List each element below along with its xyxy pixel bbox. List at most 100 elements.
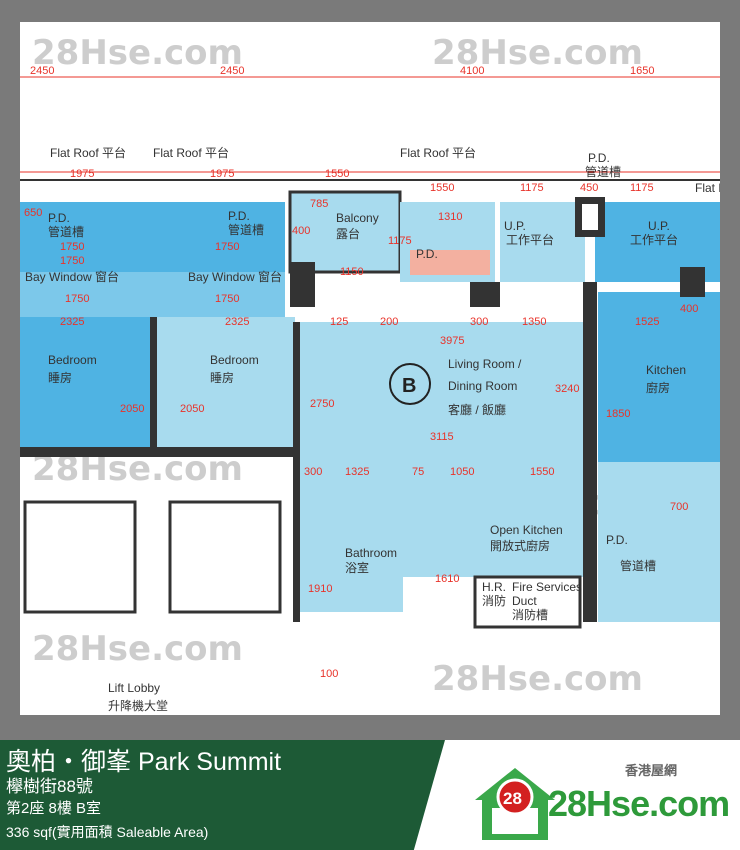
pd-label: P.D. <box>588 151 610 165</box>
watermark: 28Hse.com <box>432 659 643 699</box>
dim-label: 1975 <box>70 168 94 180</box>
dim-label: 3115 <box>430 431 454 443</box>
dim-label: 1975 <box>210 168 234 180</box>
property-title: 奧柏・御峯 Park Summit <box>6 748 282 776</box>
up-label-cn: 工作平台 <box>506 232 554 247</box>
dim-label: 2325 <box>225 316 249 328</box>
dim-label: 75 <box>412 466 424 478</box>
bathroom-label-cn: 浴室 <box>345 560 369 575</box>
dim-label: 1525 <box>635 316 659 328</box>
dim-label: 1050 <box>450 466 474 478</box>
dim-label: 1350 <box>522 316 546 328</box>
dim-label: 200 <box>380 316 398 328</box>
fs-duct-label: Fire Services <box>512 580 582 594</box>
lift-lobby-label-cn: 升降機大堂 <box>108 698 168 713</box>
dim-label: 1610 <box>435 573 459 585</box>
listing-footer: 奧柏・御峯 Park Summit 欅樹街88號 第2座 8樓 B室 336 s… <box>0 740 740 850</box>
fs-duct-label: Duct <box>512 594 537 608</box>
watermark: 28Hse.com <box>32 629 243 669</box>
dim-label: 450 <box>580 182 598 194</box>
dim-label: 3975 <box>440 335 464 347</box>
pd-label-cn: 管道槽 <box>228 222 264 237</box>
pd-label: P.D. <box>606 533 628 547</box>
floor-plan: 28Hse.com 28Hse.com 28Hse.com 28Hse.com … <box>20 22 720 715</box>
pd-label: P.D. <box>228 209 250 223</box>
up-label: U.P. <box>648 219 670 233</box>
pd-label-cn: 管道槽 <box>48 224 84 239</box>
dim-label: 1850 <box>606 408 630 420</box>
dim-top: 4100 <box>460 65 484 77</box>
bedroom-label: Bedroom <box>48 353 97 367</box>
dim-top: 2450 <box>220 65 244 77</box>
hr-label: H.R. <box>482 580 506 594</box>
dim-label: 300 <box>304 466 322 478</box>
dim-label: 1325 <box>345 466 369 478</box>
dim-label: 2050 <box>180 403 204 415</box>
dim-label: 400 <box>292 225 310 237</box>
dim-label: 650 <box>24 207 42 219</box>
bay-window-label: Bay Window 窗台 <box>25 269 119 284</box>
dim-label: 1175 <box>388 235 412 247</box>
bedroom-label-cn: 睡房 <box>210 370 234 385</box>
flat-roof-label: Flat Roof 平台 <box>50 145 126 160</box>
dim-label: 700 <box>670 501 688 513</box>
dim-label: 1550 <box>325 168 349 180</box>
footer-green-panel <box>0 740 445 850</box>
lift-lobby-label: Lift Lobby <box>108 681 160 695</box>
dim-label: 3240 <box>555 383 579 395</box>
dim-label: 1910 <box>308 583 332 595</box>
pd-label: P.D. <box>48 211 70 225</box>
flat-roof-label: Flat Roof 平台 <box>153 145 229 160</box>
dim-label: 1750 <box>215 293 239 305</box>
bedroom-label: Bedroom <box>210 353 259 367</box>
open-kitchen-label: Open Kitchen <box>490 523 563 537</box>
dim-label: 1550 <box>430 182 454 194</box>
dimension-labels: 1750 1750 1750 1750 1750 2325 2325 400 1… <box>24 198 698 680</box>
pd-label-cn: 管道槽 <box>585 164 621 179</box>
balcony-label-cn: 露台 <box>336 226 360 241</box>
dim-label: 2050 <box>120 403 144 415</box>
property-unit: 第2座 8樓 B室 <box>6 800 102 817</box>
unit-marker: B <box>402 375 416 397</box>
up-label: U.P. <box>504 219 526 233</box>
kitchen-label: Kitchen <box>646 363 686 377</box>
dim-label: 1310 <box>438 211 462 223</box>
up-label-cn: 工作平台 <box>630 232 678 247</box>
dim-label: 125 <box>330 316 348 328</box>
dim-label: 1750 <box>60 241 84 253</box>
pd-label-cn: 管道槽 <box>620 558 656 573</box>
dim-top: 1650 <box>630 65 654 77</box>
bedroom-label-cn: 睡房 <box>48 370 72 385</box>
dim-label: 1550 <box>530 466 554 478</box>
logo-badge: 28 <box>503 789 522 808</box>
brand-name-cn: 香港屋網 <box>625 763 678 778</box>
brand-name-en: 28Hse.com <box>548 783 730 824</box>
open-kitchen-label-cn: 開放式廚房 <box>490 538 550 553</box>
dim-label: 1750 <box>215 241 239 253</box>
watermark: 28Hse.com <box>432 33 643 73</box>
dim-label: 100 <box>320 668 338 680</box>
house-logo-icon: 28 <box>475 768 555 840</box>
balcony-label: Balcony <box>336 211 379 225</box>
kitchen-label-cn: 廚房 <box>646 380 670 395</box>
property-address: 欅樹街88號 <box>6 777 93 796</box>
flat-roof-label: Flat R <box>695 181 720 195</box>
dim-label: 1750 <box>60 255 84 267</box>
pd-label: P.D. <box>416 247 438 261</box>
property-area: 336 sqf(實用面積 Saleable Area) <box>6 824 209 840</box>
dim-label: 1150 <box>340 266 364 278</box>
dim-label: 1175 <box>630 182 654 194</box>
fs-duct-label-cn: 消防槽 <box>512 607 548 622</box>
dim-label: 1750 <box>65 293 89 305</box>
dim-label: 785 <box>310 198 328 210</box>
dim-label: 300 <box>470 316 488 328</box>
bathroom-label: Bathroom <box>345 546 397 560</box>
flat-roof-label: Flat Roof 平台 <box>400 145 476 160</box>
hr-label-cn: 消防 <box>482 593 506 608</box>
living-room-label: Living Room / <box>448 357 522 371</box>
dim-top: 2450 <box>30 65 54 77</box>
dining-room-label: Dining Room <box>448 379 517 393</box>
bay-window-label: Bay Window 窗台 <box>188 269 282 284</box>
dim-label: 1175 <box>520 182 544 194</box>
dim-label: 2325 <box>60 316 84 328</box>
